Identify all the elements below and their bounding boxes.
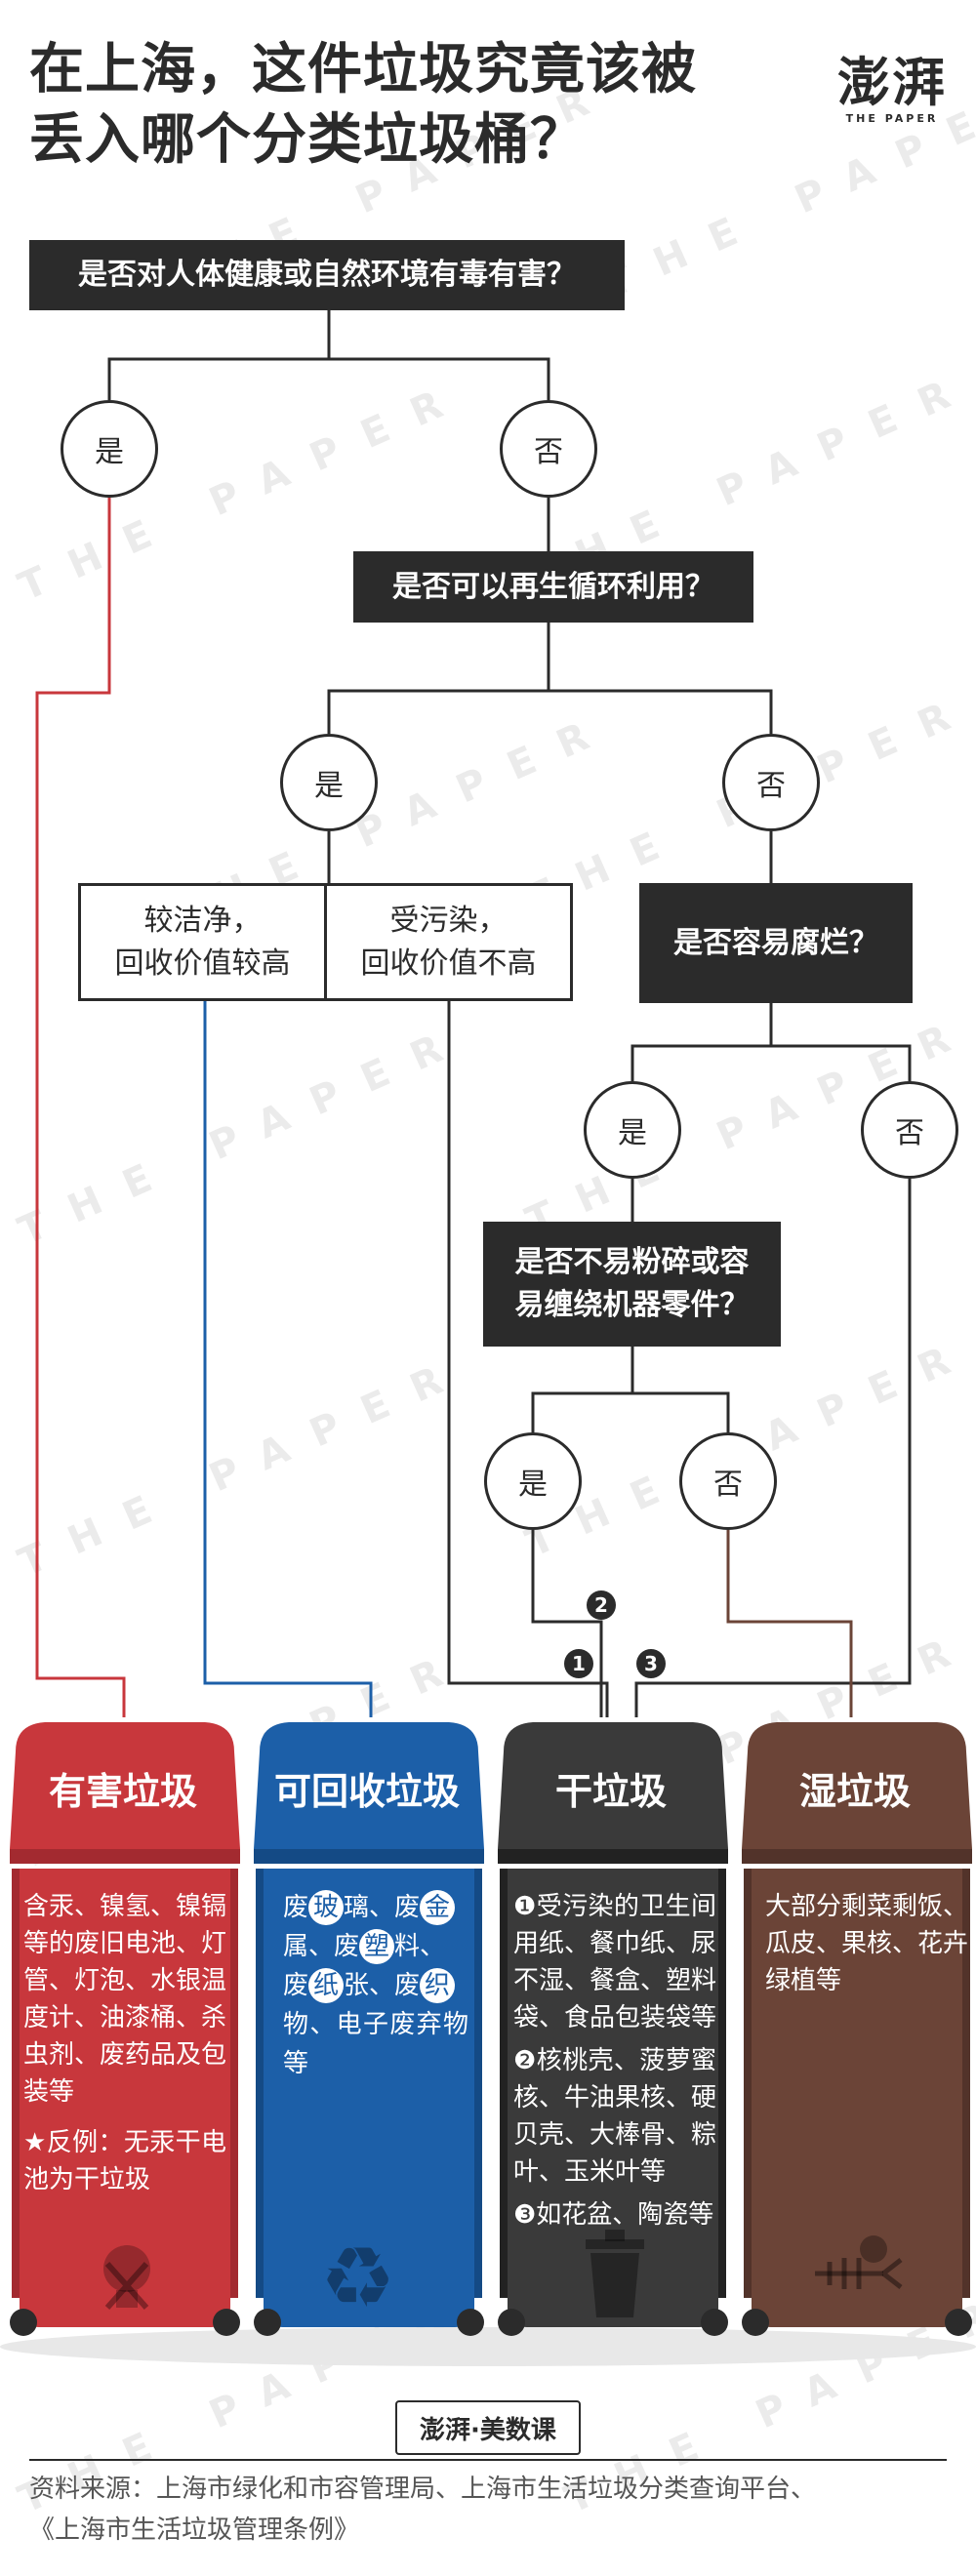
- recyclable-line-1: 废玻璃、废金: [283, 1888, 468, 1927]
- marker-3: 3: [636, 1649, 666, 1678]
- outcome-dirty: 受污染， 回收价值不高: [324, 883, 573, 1001]
- answer-no-recyclable: 否: [722, 734, 820, 831]
- answer-no-hard-to-crush: 否: [679, 1432, 777, 1530]
- logo-english: THE PAPER: [845, 112, 939, 125]
- bin-name-hazardous: 有害垃圾: [48, 1770, 197, 1813]
- hazardous-items: 含汞、镍氢、镍镉等的废旧电池、灯管、灯泡、水银温度计、油漆桶、杀虫剂、废药品及包…: [23, 1892, 227, 2107]
- question-toxic: 是否对人体健康或自然环境有毒有害？: [29, 240, 625, 310]
- broken-bulb-icon: [103, 2245, 150, 2310]
- wet-items: 大部分剩菜剩饭、瓜皮、果核、花卉绿植等: [765, 1892, 969, 1995]
- title-line-1: 在上海，这件垃圾究竟该被: [29, 38, 697, 101]
- source-note: 资料来源：上海市绿化和市容管理局、上海市生活垃圾分类查询平台、 《上海市生活垃圾…: [29, 2469, 816, 2551]
- bin-name-recyclable: 可回收垃圾: [273, 1770, 460, 1813]
- recyclable-line-2: 属、废塑料、: [283, 1927, 468, 1966]
- textile-highlight: 织: [420, 1968, 456, 2003]
- marker-1: 1: [564, 1649, 593, 1678]
- fish-bone-icon: [815, 2235, 903, 2289]
- marker-2: 2: [587, 1590, 616, 1620]
- outcome-clean-line2: 回收价值较高: [114, 946, 291, 981]
- hazardous-bin-shape: [10, 1722, 240, 2336]
- hazardous-counterexample: ★反例：无汞干电池为干垃圾: [23, 2128, 226, 2194]
- bin-desc-wet: 大部分剩菜剩饭、瓜皮、果核、花卉绿植等: [765, 1888, 968, 1999]
- outcome-dirty-line2: 回收价值不高: [360, 946, 537, 981]
- answer-no-toxic: 否: [500, 400, 597, 498]
- brand-logo: 澎湃 THE PAPER: [837, 39, 947, 125]
- recyclable-line-3: 废纸张、废织: [283, 1966, 468, 2005]
- metal-highlight: 金: [420, 1890, 456, 1925]
- recyclable-line-4: 物、电子废弃物等: [283, 2010, 468, 2078]
- footer-logo: 澎湃·美数课: [395, 2400, 581, 2455]
- paper-highlight: 纸: [308, 1968, 345, 2003]
- trash-icon: [586, 2230, 644, 2317]
- bin-desc-hazardous: 含汞、镍氢、镍镉等的废旧电池、灯管、灯泡、水银温度计、油漆桶、杀虫剂、废药品及包…: [23, 1888, 226, 2198]
- answer-yes-toxic: 是: [61, 400, 158, 498]
- outcome-dirty-line1: 受污染，: [389, 903, 508, 938]
- source-line-2: 《上海市生活垃圾管理条例》: [29, 2516, 360, 2545]
- bin-name-wet: 湿垃圾: [798, 1770, 911, 1813]
- dry-item-1: ❶受污染的卫生间用纸、餐巾纸、尿不湿、餐盒、塑料袋、食品包装袋等: [513, 1892, 717, 2033]
- page-title: 在上海，这件垃圾究竟该被 丢入哪个分类垃圾桶？: [29, 35, 697, 176]
- bin-name-dry: 干垃圾: [554, 1770, 667, 1813]
- dry-bin-shape: [498, 1722, 728, 2336]
- ground-shadow: [0, 2327, 976, 2366]
- logo-chinese: 澎湃: [837, 51, 947, 113]
- question-hard-to-crush: 是否不易粉碎或容 易缠绕机器零件？: [483, 1222, 781, 1347]
- answer-yes-recyclable: 是: [280, 734, 378, 831]
- bin-desc-dry: ❶受污染的卫生间用纸、餐巾纸、尿不湿、餐盒、塑料袋、食品包装袋等 ❷核桃壳、菠萝…: [513, 1888, 716, 2234]
- question-hard-to-crush-line2: 易缠绕机器零件？: [514, 1288, 750, 1322]
- answer-yes-perishable: 是: [584, 1081, 681, 1179]
- answer-no-perishable: 否: [861, 1081, 958, 1179]
- wet-bin-shape: [742, 1722, 972, 2336]
- outcome-clean: 较洁净， 回收价值较高: [78, 883, 327, 1001]
- outcome-clean-line1: 较洁净，: [143, 903, 262, 938]
- dry-item-2: ❷核桃壳、菠萝蜜核、牛油果核、硬贝壳、大棒骨、粽叶、玉米叶等: [513, 2046, 717, 2187]
- source-line-1: 资料来源：上海市绿化和市容管理局、上海市生活垃圾分类查询平台、: [29, 2475, 817, 2504]
- answer-yes-hard-to-crush: 是: [484, 1432, 582, 1530]
- title-line-2: 丢入哪个分类垃圾桶？: [29, 108, 586, 172]
- dry-item-3: ❸如花盆、陶瓷等: [513, 2200, 714, 2230]
- glass-highlight: 玻: [308, 1890, 345, 1925]
- plastic-highlight: 塑: [359, 1929, 395, 1964]
- bin-desc-recyclable: 废玻璃、废金 属、废塑料、 废纸张、废织 物、电子废弃物等: [283, 1888, 468, 2083]
- question-recyclable: 是否可以再生循环利用？: [353, 551, 753, 623]
- question-perishable: 是否容易腐烂？: [639, 883, 913, 1003]
- recycle-icon: ♻: [320, 2230, 396, 2327]
- footer-divider: [29, 2459, 947, 2461]
- question-hard-to-crush-line1: 是否不易粉碎或容: [514, 1245, 750, 1279]
